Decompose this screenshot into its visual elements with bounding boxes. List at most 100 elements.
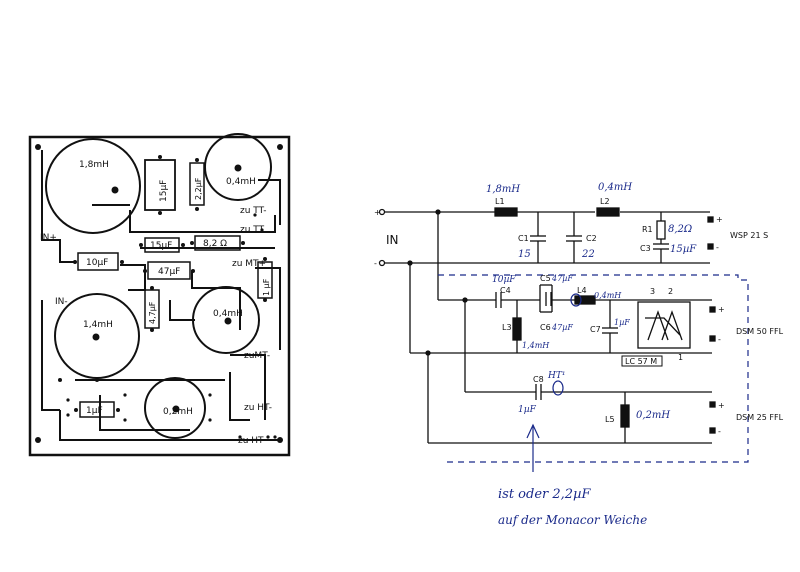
schematic (378, 207, 716, 444)
ic-pin-3: 3 (650, 287, 655, 296)
l2-label: L2 (600, 197, 610, 206)
ic-lc57m (637, 301, 691, 349)
pcb-cap-15uf-mid (144, 237, 180, 253)
c8-label: C8 (533, 375, 544, 384)
pcb-label-zu-tt-mid: zu TT (240, 225, 265, 235)
l4-label: L4 (577, 286, 587, 295)
pcb-layout (28, 133, 291, 457)
handwritten-note: ist oder 2,2µF auf der Monacor Weiche (498, 487, 647, 527)
l4-value: 0,4mH (594, 291, 622, 300)
c7-value: 1µF (614, 318, 630, 327)
l4-coil (574, 295, 596, 305)
c4-label: C4 (500, 286, 511, 295)
pcb-pads (35, 144, 283, 443)
pcb-label-cap-15uf-top: 15µF (159, 180, 169, 202)
c1-value: 15 (518, 249, 531, 260)
mid-label: DSM 50 FFL (736, 327, 784, 336)
note-arrow (526, 293, 582, 472)
l2-value: 0,4mH (598, 182, 632, 193)
l3-value: 1,4mH (522, 341, 550, 350)
pcb-res-82 (194, 235, 241, 251)
pcb-labels: IN+ IN- 1,8mH 0,4mH 1,4mH 0,4mH 0,2mH 15… (40, 160, 272, 446)
tweeter-label: DSM 25 FFL (736, 413, 784, 422)
input-plus-label: + (374, 208, 381, 217)
dashed-outline (438, 274, 749, 463)
pcb-cap-1uf-bottom (79, 401, 115, 418)
input-label: IN (386, 233, 399, 247)
pcb-label-cap-22uf: 2,2µF (194, 177, 203, 200)
r1-label: R1 (642, 225, 653, 234)
pcb-label-coil-3: 1,4mH (83, 320, 113, 330)
l1-value: 1,8mH (486, 184, 520, 195)
pcb-label-coil-5: 0,2mH (163, 407, 193, 417)
pcb-traces (41, 150, 281, 441)
woofer-minus: - (716, 243, 719, 252)
c1-label: C1 (518, 234, 529, 243)
input-terminal-plus (378, 208, 386, 216)
ic-label-box (621, 355, 663, 367)
c5-value: 47µF (551, 274, 573, 283)
ic-label: LC 57 M (625, 357, 657, 366)
woofer-label: WSP 21 S (730, 231, 768, 240)
pcb-coil-5 (144, 377, 206, 439)
pcb-cap-22uf (189, 162, 205, 206)
pcb-label-zu-ht-plus: zu HT (238, 436, 264, 446)
c8-value: 1µF (518, 405, 537, 415)
c8-mark: HT¹ (547, 371, 565, 381)
pcb-label-coil-2: 0,4mH (226, 177, 256, 187)
c6-label: C6 (540, 323, 551, 332)
c4-value: 10µF (492, 275, 516, 285)
pcb-label-zu-ht-minus: zu HT- (244, 403, 272, 413)
ic-pin-1: 1 (678, 353, 683, 362)
pcb-label-in-plus: IN+ (40, 233, 57, 243)
r1-resistor (656, 220, 666, 240)
l5-value: 0,2mH (636, 410, 670, 421)
c2-value: 22 (581, 249, 595, 260)
l1-label: L1 (495, 197, 505, 206)
note-line-1: ist oder 2,2µF (498, 487, 591, 502)
tweeter-plus: + (718, 401, 725, 410)
c2-label: C2 (586, 234, 597, 243)
pcb-label-zu-tt-top: zu TT- (240, 206, 267, 216)
pcb-label-cap-47uf-vert: 4,7µF (148, 301, 157, 324)
pcb-label-res-82: 8,2 Ω (203, 239, 227, 249)
pcb-label-coil-4: 0,4mH (213, 309, 243, 319)
c7-label: C7 (590, 325, 601, 334)
pcb-label-in-minus: IN- (55, 297, 68, 307)
l5-label: L5 (605, 415, 615, 424)
c3-label: C3 (640, 244, 651, 253)
pcb-coil-1 (45, 138, 141, 234)
c6-value: 47µF (551, 323, 573, 332)
c3-value: 15µF (670, 244, 697, 255)
pcb-cap-47uf-mid (147, 261, 191, 280)
r1-value: 8,2Ω (668, 224, 692, 235)
input-terminal-minus (378, 259, 386, 267)
pcb-label-cap-47uf-mid: 47µF (158, 267, 180, 277)
pcb-label-cap-1uf-right: 1 µF (262, 278, 271, 296)
pcb-label-cap-10uf: 10µF (86, 258, 108, 268)
pcb-cap-15uf-top (144, 159, 176, 211)
pcb-label-coil-1: 1,8mH (79, 160, 109, 170)
mid-minus: - (718, 335, 721, 344)
schematic-labels: + - IN L1 1,8mH L2 0,4mH C1 15 C2 22 R1 … (374, 182, 784, 436)
pcb-label-cap-1uf-bottom: 1µF (86, 406, 103, 416)
l1-coil (494, 207, 518, 217)
mid-plus: + (718, 305, 725, 314)
pcb-cap-10uf (77, 252, 119, 271)
pcb-label-cap-15uf-mid: 15µF (150, 241, 172, 251)
c5-label: C5 (540, 274, 551, 283)
tweeter-minus: - (718, 427, 721, 436)
pcb-label-zu-mt-plus: zu MT+ (232, 259, 266, 269)
pcb-coil-4 (192, 286, 260, 354)
note-line-2: auf der Monacor Weiche (498, 513, 647, 527)
l3-label: L3 (502, 323, 512, 332)
pcb-outline (28, 135, 291, 457)
l5-coil (620, 404, 630, 428)
woofer-plus: + (716, 215, 723, 224)
pcb-coil-2 (204, 133, 272, 201)
l2-coil (596, 207, 620, 217)
l3-coil (512, 317, 522, 341)
ic-pin-2: 2 (668, 287, 673, 296)
pcb-label-zu-mt-minus: zuMT- (244, 351, 270, 361)
